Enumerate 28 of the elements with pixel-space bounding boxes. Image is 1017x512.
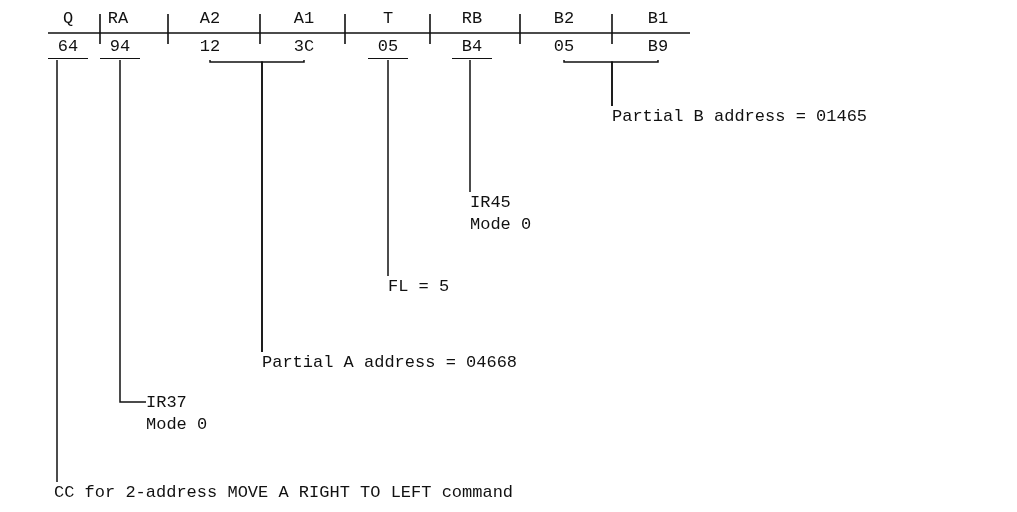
field-value: B9: [638, 36, 678, 58]
annotation-text: IR45 Mode 0: [470, 192, 540, 236]
annotation-text: Partial A address = 04668: [262, 352, 518, 374]
field-name: T: [382, 8, 394, 30]
field-name: A2: [199, 8, 221, 30]
field-name: RB: [461, 8, 483, 30]
field-value: 12: [190, 36, 230, 58]
leader-line: [119, 59, 147, 403]
field-name: RA: [107, 8, 129, 30]
annotation-text: IR37 Mode 0: [146, 392, 216, 436]
annotation-text: FL = 5: [388, 276, 450, 298]
field-value: 64: [48, 36, 88, 59]
field-value: B4: [452, 36, 492, 59]
field-name: A1: [293, 8, 315, 30]
field-name: B1: [647, 8, 669, 30]
leader-line: [261, 59, 305, 353]
field-name: B2: [553, 8, 575, 30]
field-value: 05: [368, 36, 408, 59]
leader-line: [469, 59, 471, 193]
annotation-text: Partial B address = 01465: [612, 106, 868, 128]
field-name: Q: [62, 8, 74, 30]
leader-line: [56, 59, 58, 483]
field-value: 3C: [284, 36, 324, 58]
annotation-text: CC for 2-address MOVE A RIGHT TO LEFT command: [54, 482, 514, 504]
field-value: 05: [544, 36, 584, 58]
field-value: 94: [100, 36, 140, 59]
leader-line: [387, 59, 389, 277]
leader-line: [611, 59, 659, 107]
